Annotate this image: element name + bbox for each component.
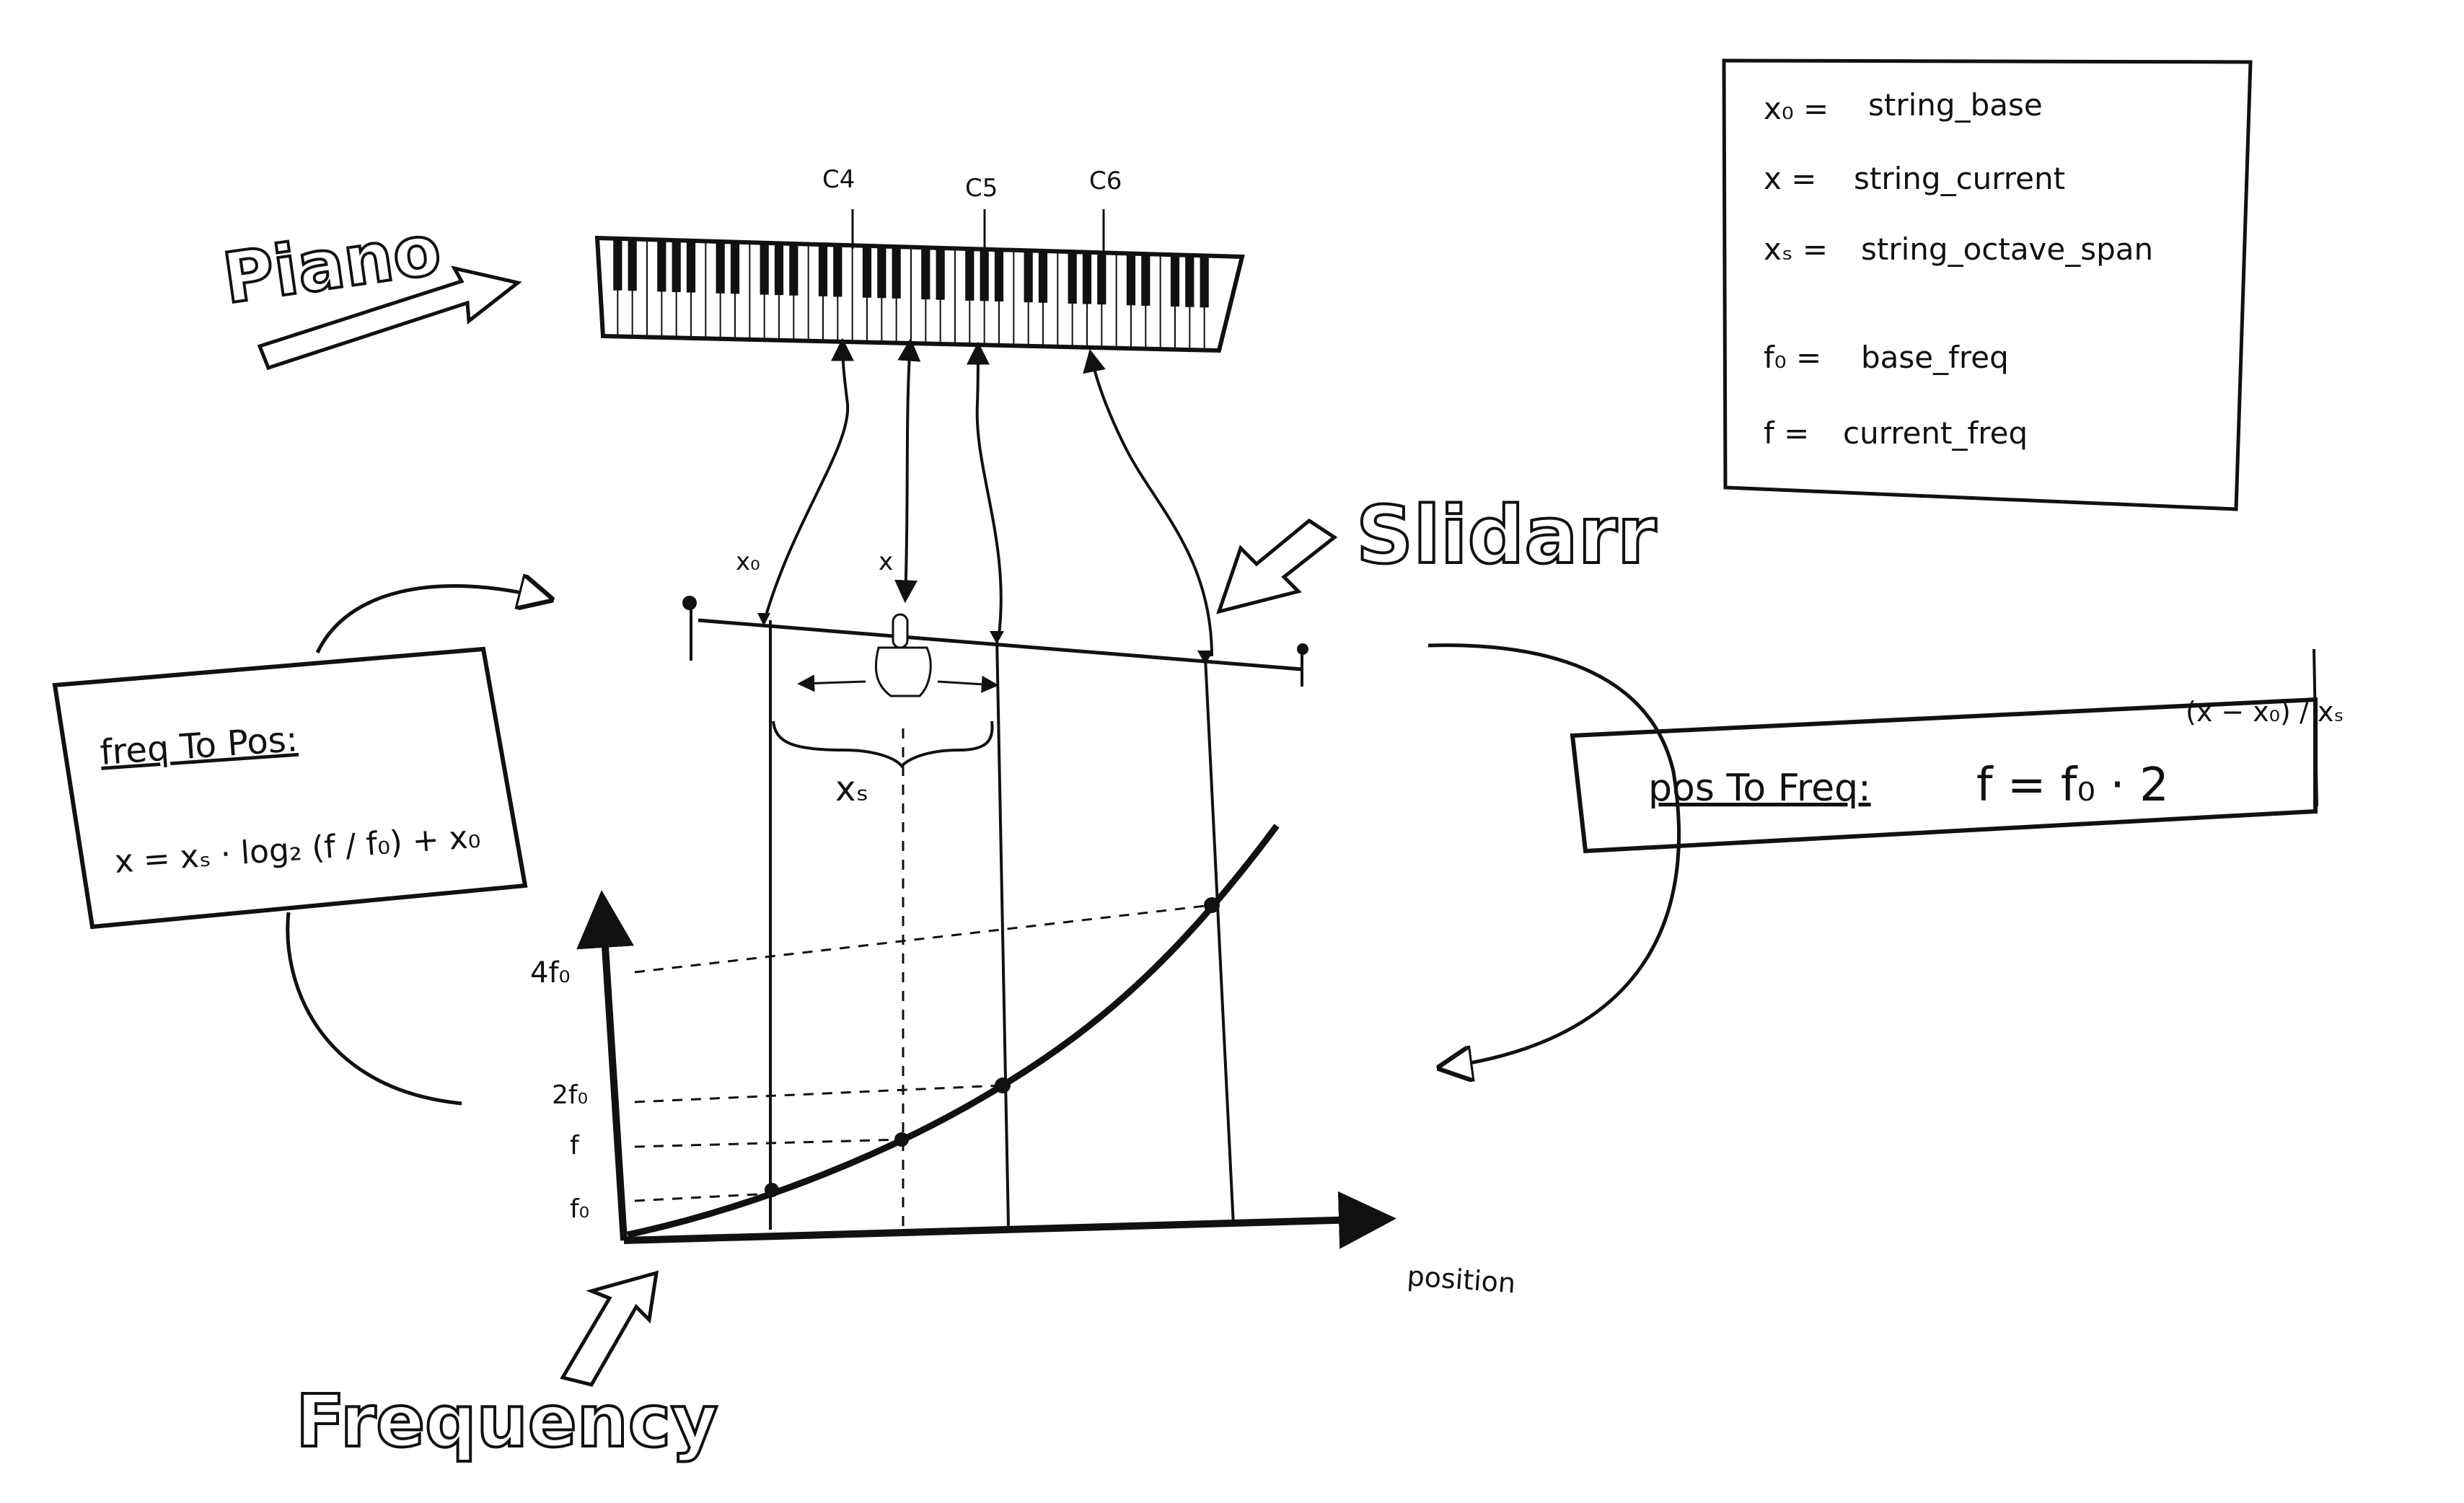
brace-label-xs: xₛ	[835, 769, 868, 809]
black-key	[818, 244, 828, 296]
black-key	[1068, 251, 1077, 304]
piano-keyboard	[594, 235, 1245, 353]
freq-to-pos-box: freq To Pos: x = xₛ · log₂ (f / f₀) + x₀	[52, 646, 528, 930]
black-key	[1170, 255, 1180, 307]
graph-guides	[634, 728, 1213, 1226]
cycle-arrows	[286, 586, 1681, 1106]
graph-verticals	[769, 620, 1235, 1230]
black-key	[1038, 250, 1048, 303]
legend-box: x₀ = string_base x = string_current xₛ =…	[1722, 58, 2253, 511]
slidarr-arrow	[1216, 518, 1338, 614]
x-axis-label: position	[1406, 1260, 1516, 1299]
black-key	[1200, 255, 1209, 308]
y-tick-f0: f₀	[570, 1194, 589, 1224]
black-key	[1024, 250, 1033, 303]
legend-x0-sym: x₀ =	[1764, 91, 1829, 126]
legend-f-sym: f =	[1764, 415, 1809, 451]
black-key	[730, 242, 740, 294]
piano-octave-labels: C4 C5 C6	[822, 165, 1122, 252]
label-c6: C6	[1089, 167, 1122, 195]
black-key	[760, 242, 769, 295]
black-key	[613, 238, 622, 291]
legend-f0-text: base_freq	[1861, 340, 2009, 375]
piano-white-keys	[617, 238, 1205, 351]
label-c4: C4	[822, 165, 855, 194]
slider-label-x: x	[879, 547, 893, 576]
pos-to-freq-label: pos To Freq:	[1648, 767, 1871, 810]
xs-brace: xₛ	[772, 720, 994, 809]
pos-to-freq-box: pos To Freq: f = f₀ · 2 (x − x₀) / xₛ	[1570, 648, 2344, 854]
frequency-title-group: Frequency	[294, 1270, 719, 1465]
piano-title-group: Piano	[217, 208, 522, 371]
black-key	[1185, 255, 1194, 307]
black-key	[862, 245, 872, 298]
frequency-curve	[627, 824, 1280, 1238]
frequency-arrow	[560, 1270, 659, 1387]
black-key	[980, 249, 989, 301]
pos-to-freq-exponent: (x − x₀) / xₛ	[2186, 696, 2344, 728]
graph-points	[765, 897, 1220, 1197]
slider-bar: x₀ x	[682, 547, 1308, 687]
frequency-title: Frequency	[296, 1379, 718, 1463]
black-key	[628, 239, 637, 291]
piano-black-keys	[613, 238, 1209, 308]
legend-x0-text: string_base	[1868, 87, 2043, 123]
black-key	[716, 241, 725, 294]
legend-f0-sym: f₀ =	[1764, 340, 1821, 375]
black-key	[921, 247, 930, 300]
legend-xs-text: string_octave_span	[1861, 232, 2153, 267]
legend-x-text: string_current	[1854, 161, 2065, 196]
slidarr-title: Slidarr	[1356, 489, 1656, 581]
piano-slider-connectors	[763, 338, 1213, 657]
black-key	[892, 246, 901, 299]
frequency-graph: 4f₀ 2f₀ f f₀ position	[530, 620, 1517, 1299]
slidarr-title-group: Slidarr	[1216, 488, 1658, 614]
legend-f-text: current_freq	[1843, 415, 2028, 451]
black-key	[1141, 253, 1150, 306]
black-key	[936, 247, 945, 300]
black-key	[833, 244, 842, 297]
y-tick-4f0: 4f₀	[530, 956, 571, 989]
black-key	[1082, 252, 1092, 304]
black-key	[1126, 253, 1136, 306]
slider-label-x0: x₀	[736, 547, 760, 576]
black-key	[1097, 252, 1106, 305]
piano-arrow	[257, 265, 522, 371]
y-tick-2f0: 2f₀	[552, 1080, 588, 1110]
black-key	[994, 250, 1004, 302]
black-key	[657, 239, 666, 292]
finger-icon	[797, 613, 999, 697]
black-key	[686, 240, 696, 293]
black-key	[965, 248, 974, 301]
black-key	[672, 240, 681, 293]
label-c5: C5	[965, 174, 998, 203]
black-key	[789, 243, 798, 296]
black-key	[877, 246, 886, 299]
legend-xs-sym: xₛ =	[1764, 232, 1828, 267]
pos-to-freq-formula: f = f₀ · 2	[1976, 759, 2169, 812]
legend-x-sym: x =	[1764, 161, 1816, 196]
black-key	[774, 243, 784, 296]
y-tick-f: f	[570, 1131, 580, 1160]
